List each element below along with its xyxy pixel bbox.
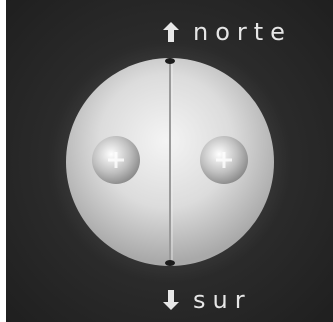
north-label-group: norte <box>163 20 292 44</box>
south-label-group: sur <box>163 288 252 312</box>
south-pole-marker <box>165 260 175 266</box>
arrow-down-icon <box>163 290 179 310</box>
left-charge <box>92 136 140 184</box>
image-frame: norte sur <box>6 0 333 322</box>
north-pole-marker <box>165 58 175 64</box>
arrow-up-icon <box>163 22 179 42</box>
south-label: sur <box>193 288 252 312</box>
right-charge <box>200 136 248 184</box>
magnet-sphere-diagram <box>6 0 333 322</box>
north-label: norte <box>193 20 292 44</box>
